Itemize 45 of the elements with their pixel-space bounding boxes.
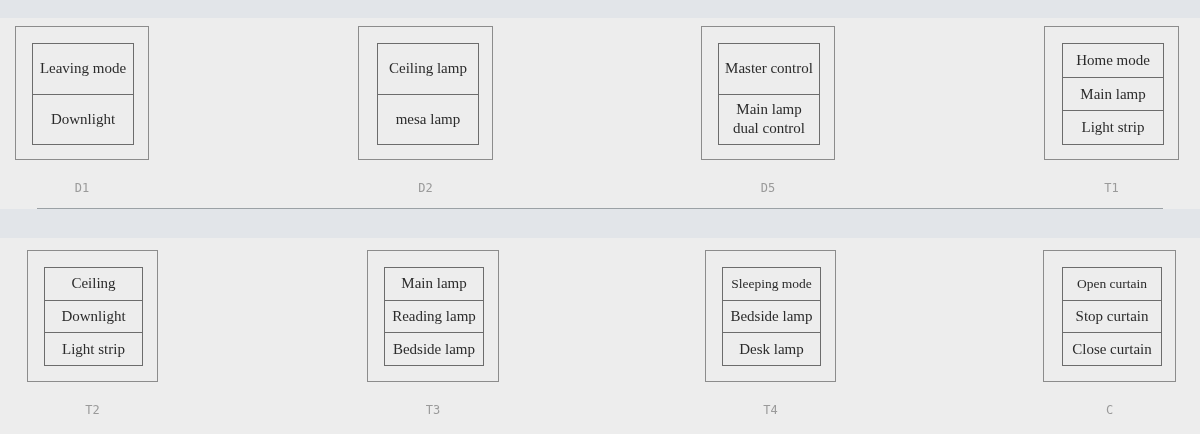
switch-panel <box>15 26 149 160</box>
switch-panel <box>701 26 835 160</box>
switch-face <box>384 267 484 366</box>
switch-key: mesa lamp <box>378 93 478 144</box>
switch-key: Home mode <box>1063 44 1163 77</box>
switch-key: Ceiling lamp <box>378 44 478 94</box>
panel-code: D1 <box>74 181 90 196</box>
switch-panel <box>1043 250 1176 382</box>
switch-panel <box>358 26 493 160</box>
switch-key: Leaving mode <box>33 44 133 94</box>
switch-panel <box>705 250 836 382</box>
switch-key: Open curtain <box>1063 268 1161 300</box>
switch-face <box>718 43 820 145</box>
panel-code: T3 <box>425 403 441 418</box>
switch-key: Bedside lamp <box>723 299 820 333</box>
switch-panel <box>27 250 158 382</box>
switch-key: Stop curtain <box>1063 299 1161 333</box>
switch-key: Light strip <box>45 332 142 365</box>
switch-panel <box>1044 26 1179 160</box>
switch-key: Ceiling <box>45 268 142 300</box>
switch-key: Downlight <box>33 93 133 144</box>
switch-key: Main lamp <box>385 268 483 300</box>
switch-key: Main lamp <box>1063 76 1163 111</box>
switch-key: Desk lamp <box>723 332 820 365</box>
switch-key: Light strip <box>1063 110 1163 144</box>
panel-code: C <box>1105 403 1114 418</box>
switch-key: Downlight <box>45 299 142 333</box>
switch-face <box>377 43 479 145</box>
switch-key: Reading lamp <box>385 299 483 333</box>
switch-key: Master control <box>719 44 819 94</box>
switch-face <box>32 43 134 145</box>
switch-key: Bedside lamp <box>385 332 483 365</box>
switch-key: Main lamp dual control <box>719 93 819 144</box>
panel-code: T1 <box>1104 181 1119 196</box>
panel-code: D5 <box>760 181 776 196</box>
switch-key: Close curtain <box>1063 332 1161 365</box>
switch-face <box>1062 43 1164 145</box>
switch-face <box>1062 267 1162 366</box>
switch-face <box>722 267 821 366</box>
switch-key: Sleeping mode <box>723 268 820 300</box>
switch-panel <box>367 250 499 382</box>
panel-code: T2 <box>85 403 100 418</box>
panel-code: T4 <box>763 403 778 418</box>
switch-face <box>44 267 143 366</box>
panel-code: D2 <box>418 181 433 196</box>
